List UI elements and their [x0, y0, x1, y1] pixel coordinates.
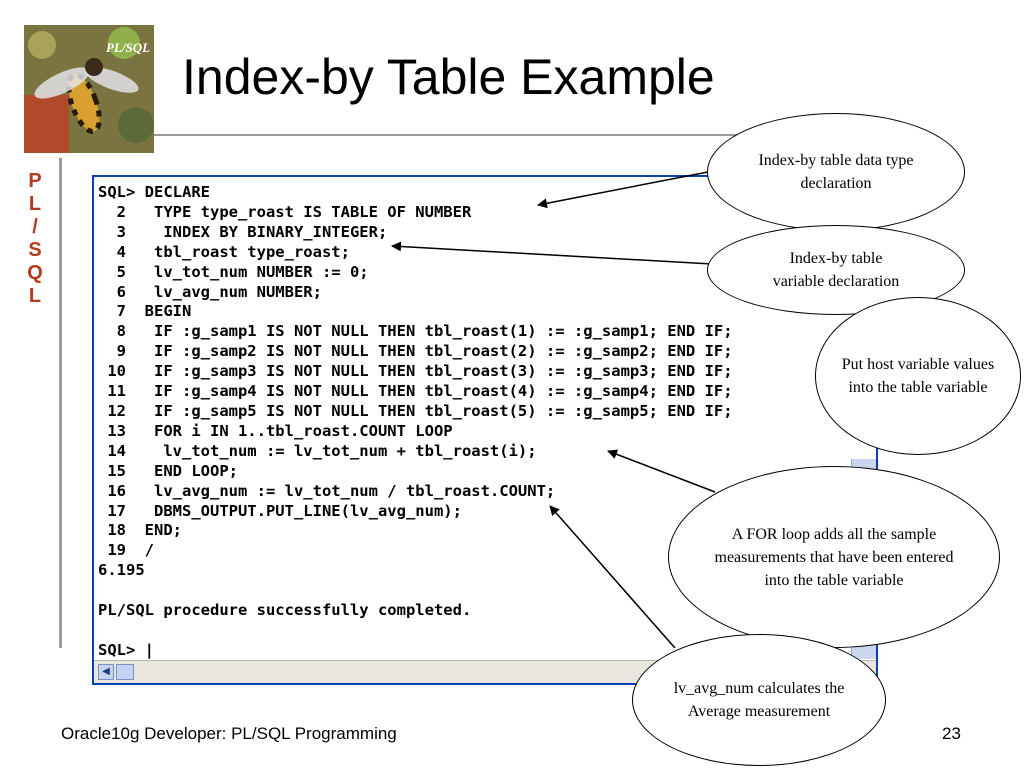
console-line[interactable]: SQL> |: [98, 640, 154, 659]
console-line: 8 IF :g_samp1 IS NOT NULL THEN tbl_roast…: [98, 322, 733, 341]
console-line: 3 INDEX BY BINARY_INTEGER;: [98, 222, 388, 241]
side-label: P L / S Q L: [18, 170, 52, 308]
logo-text: PL/SQL: [106, 40, 151, 55]
console-line: 12 IF :g_samp5 IS NOT NULL THEN tbl_roas…: [98, 401, 733, 420]
console-line: 13 FOR i IN 1..tbl_roast.COUNT LOOP: [98, 421, 453, 440]
side-divider: [59, 158, 62, 648]
plsql-logo: PL/SQL: [24, 25, 154, 153]
console-line: 4 tbl_roast type_roast;: [98, 242, 350, 261]
console-line: 6 lv_avg_num NUMBER;: [98, 282, 322, 301]
page-number: 23: [942, 724, 961, 743]
console-line: 15 END LOOP;: [98, 461, 238, 480]
console-line: SQL> DECLARE: [98, 183, 210, 201]
scroll-left-icon[interactable]: ◀: [98, 664, 114, 680]
console-line: 14 lv_tot_num := lv_tot_num + tbl_roast(…: [98, 441, 537, 460]
side-letter: L: [28, 285, 42, 307]
console-output: SQL> DECLARE 2 TYPE type_roast IS TABLE …: [98, 183, 733, 661]
side-letter: L: [28, 193, 42, 215]
bee-logo-icon: [24, 25, 154, 153]
callout-type-declaration: Index-by table data type declaration: [707, 113, 965, 231]
footer-text: Oracle10g Developer: PL/SQL Programming: [61, 724, 397, 743]
side-letter: Q: [27, 262, 43, 284]
side-letter: S: [28, 239, 42, 261]
console-line: 6.195: [98, 561, 145, 580]
console-line: PL/SQL procedure successfully completed.: [98, 601, 472, 620]
console-line: 10 IF :g_samp3 IS NOT NULL THEN tbl_roas…: [98, 362, 733, 381]
console-line: 5 lv_tot_num NUMBER := 0;: [98, 262, 369, 281]
slide-title: Index-by Table Example: [182, 49, 715, 105]
callout-for-loop: A FOR loop adds all the sample measureme…: [668, 466, 1000, 648]
console-line: 16 lv_avg_num := lv_tot_num / tbl_roast.…: [98, 481, 556, 500]
console-line: 17 DBMS_OUTPUT.PUT_LINE(lv_avg_num);: [98, 501, 462, 520]
callout-average-calc: lv_avg_num calculates the Average measur…: [632, 634, 886, 766]
console-line: 19 /: [98, 541, 154, 560]
console-line: 11 IF :g_samp4 IS NOT NULL THEN tbl_roas…: [98, 382, 733, 401]
callout-host-variables: Put host variable values into the table …: [815, 297, 1021, 455]
scroll-thumb[interactable]: [116, 664, 134, 680]
console-line: 18 END;: [98, 521, 182, 540]
side-letter: /: [32, 216, 38, 238]
title-divider: [154, 134, 744, 136]
side-letter: P: [28, 170, 42, 192]
console-line: 9 IF :g_samp2 IS NOT NULL THEN tbl_roast…: [98, 342, 733, 361]
console-line: 2 TYPE type_roast IS TABLE OF NUMBER: [98, 202, 472, 221]
console-line: 7 BEGIN: [98, 302, 192, 321]
